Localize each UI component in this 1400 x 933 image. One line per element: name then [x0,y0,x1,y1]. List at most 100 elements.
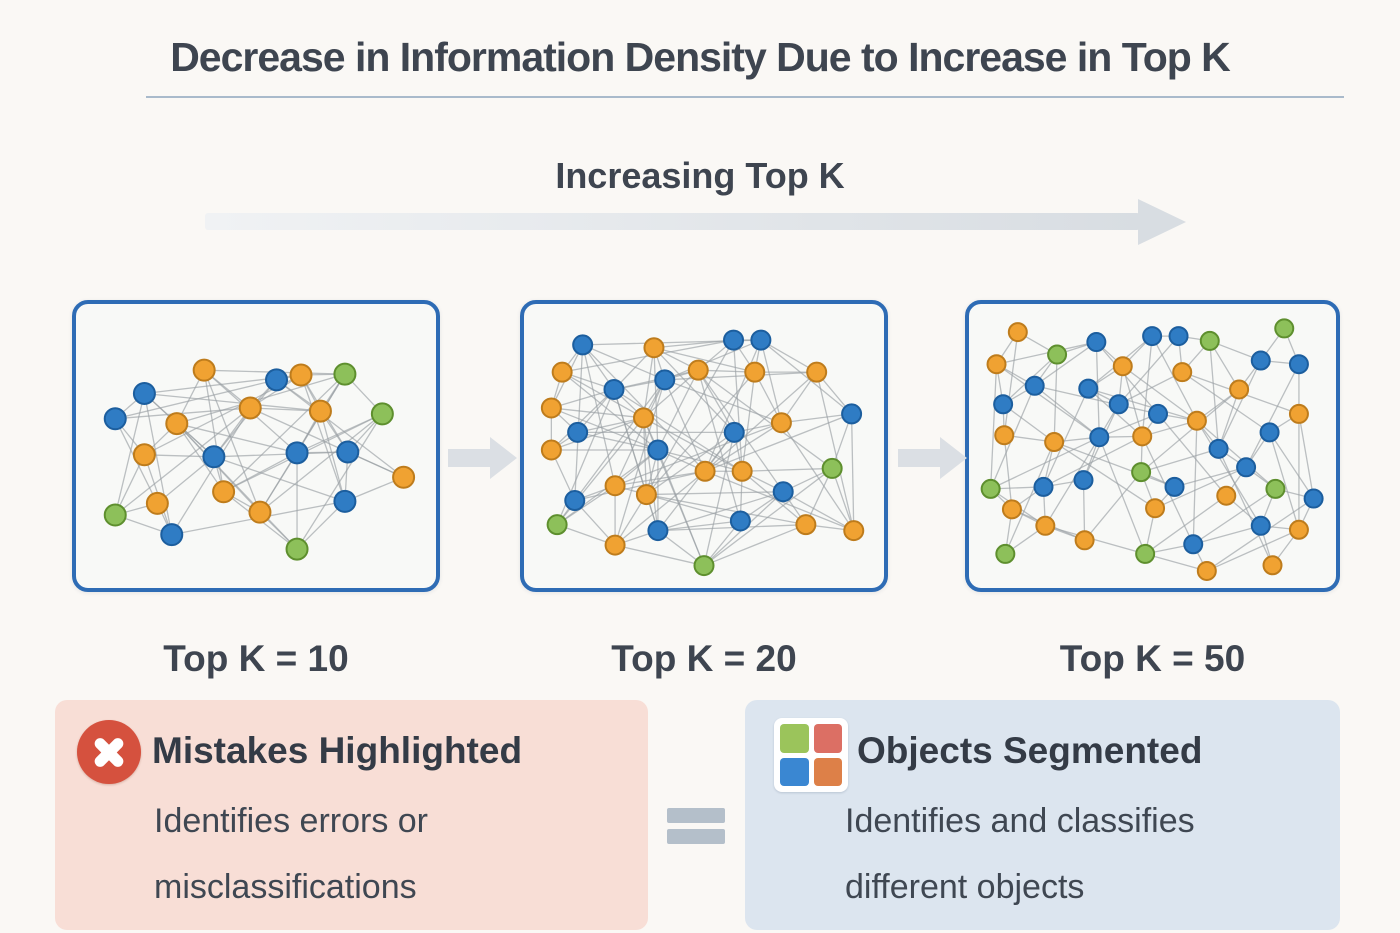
graph-edge [657,524,806,532]
graph-edge [115,407,251,420]
next-panel-arrow-shaft [448,449,490,467]
graph-edge [1192,488,1276,545]
graph-edge [203,370,225,492]
graph-node [1007,322,1028,343]
graph-edge [223,452,298,493]
next-panel-arrow-icon [940,437,967,479]
graph-edge [1245,363,1300,468]
graph-edge [645,371,756,495]
increasing-top-k-label: Increasing Top K [555,155,845,196]
graph-node [1208,438,1229,459]
graph-edge [551,388,615,409]
graph-edge [1003,435,1013,510]
graph-edge [1088,388,1198,422]
graph-node [1089,427,1110,448]
graph-edge [642,417,648,495]
graph-node [336,440,360,464]
grid-square-blue [780,757,809,786]
network-panel-top-k-20 [520,300,888,592]
graph-edge [1196,420,1276,490]
graph-edge [657,449,743,472]
graph-node [729,510,751,532]
graph-node [731,460,753,482]
graph-edge [1095,341,1159,415]
graph-node [1303,488,1324,509]
network-graph [980,318,1324,581]
graph-node [1288,519,1309,540]
graph-edge [250,407,321,412]
graph-edge [223,373,346,493]
graph-node [572,334,594,356]
graph-node [212,480,236,504]
graph-node [772,481,794,503]
panel-label-top-k-10: Top K = 10 [163,638,349,679]
graph-edge [614,422,782,487]
graph-node [370,402,394,426]
graph-edge [296,413,383,550]
graph-edge [1118,335,1180,405]
graph-edge [1004,441,1055,555]
graph-node [750,329,772,351]
error-x-icon [77,720,141,784]
graph-edge [1157,413,1227,497]
graph-edge [760,339,818,373]
graph-edge [780,422,855,531]
graph-edge [1217,389,1240,450]
graph-edge [614,470,706,487]
graph-edge [741,372,756,472]
graph-node [1262,555,1283,576]
graph-edge [996,363,1100,438]
graph-node [1044,432,1065,453]
graph-edge [664,379,706,472]
graph-edge [574,470,706,502]
graph-edge [1082,480,1086,541]
graph-edge [697,369,833,469]
graph-edge [574,379,666,501]
graph-node [723,329,745,351]
graph-edge [664,379,782,424]
graph-node [202,445,226,469]
graph-edge [1144,495,1227,555]
graph-edge [1084,471,1142,541]
graph-edge [1034,385,1159,415]
graph-node [1172,362,1193,383]
next-panel-arrow-shaft [898,449,940,467]
graph-node [1142,326,1163,347]
graph-node [289,363,313,387]
mistakes-line2: misclassifications [154,868,417,906]
graph-node [1196,560,1217,581]
graph-node [160,523,184,547]
graph-node [540,439,562,461]
graph-edge [704,371,818,472]
graph-node [1199,330,1220,351]
graph-node [744,361,766,383]
flow-arrow-shaft [205,213,1140,230]
network-panel-top-k-10 [72,300,440,592]
graph-node [265,368,289,392]
graph-node [145,491,169,515]
equals-sign-bar [667,808,725,823]
graph-node [1148,403,1169,424]
panel-label-top-k-50: Top K = 50 [1059,638,1246,679]
graph-edge [203,369,261,513]
graph-edge [577,431,659,451]
graph-edge [144,392,321,412]
mistakes-line1: Identifies errors or [154,802,428,840]
graph-edge [657,431,735,532]
graph-node [1073,470,1094,491]
graph-edge [176,423,298,550]
graph-node [1086,332,1107,353]
graph-edge [114,407,251,516]
graph-edge [1118,371,1183,405]
graph-node [1265,478,1286,499]
graph-node [1078,378,1099,399]
graph-node [1001,499,1022,520]
graph-node [132,381,156,405]
graph-node [1132,426,1153,447]
graph-node [994,425,1015,446]
graph-edge [1140,388,1240,473]
graph-edge [697,369,735,433]
graph-node [1112,356,1133,377]
graph-edge [614,470,706,546]
graph-edge [816,372,855,531]
